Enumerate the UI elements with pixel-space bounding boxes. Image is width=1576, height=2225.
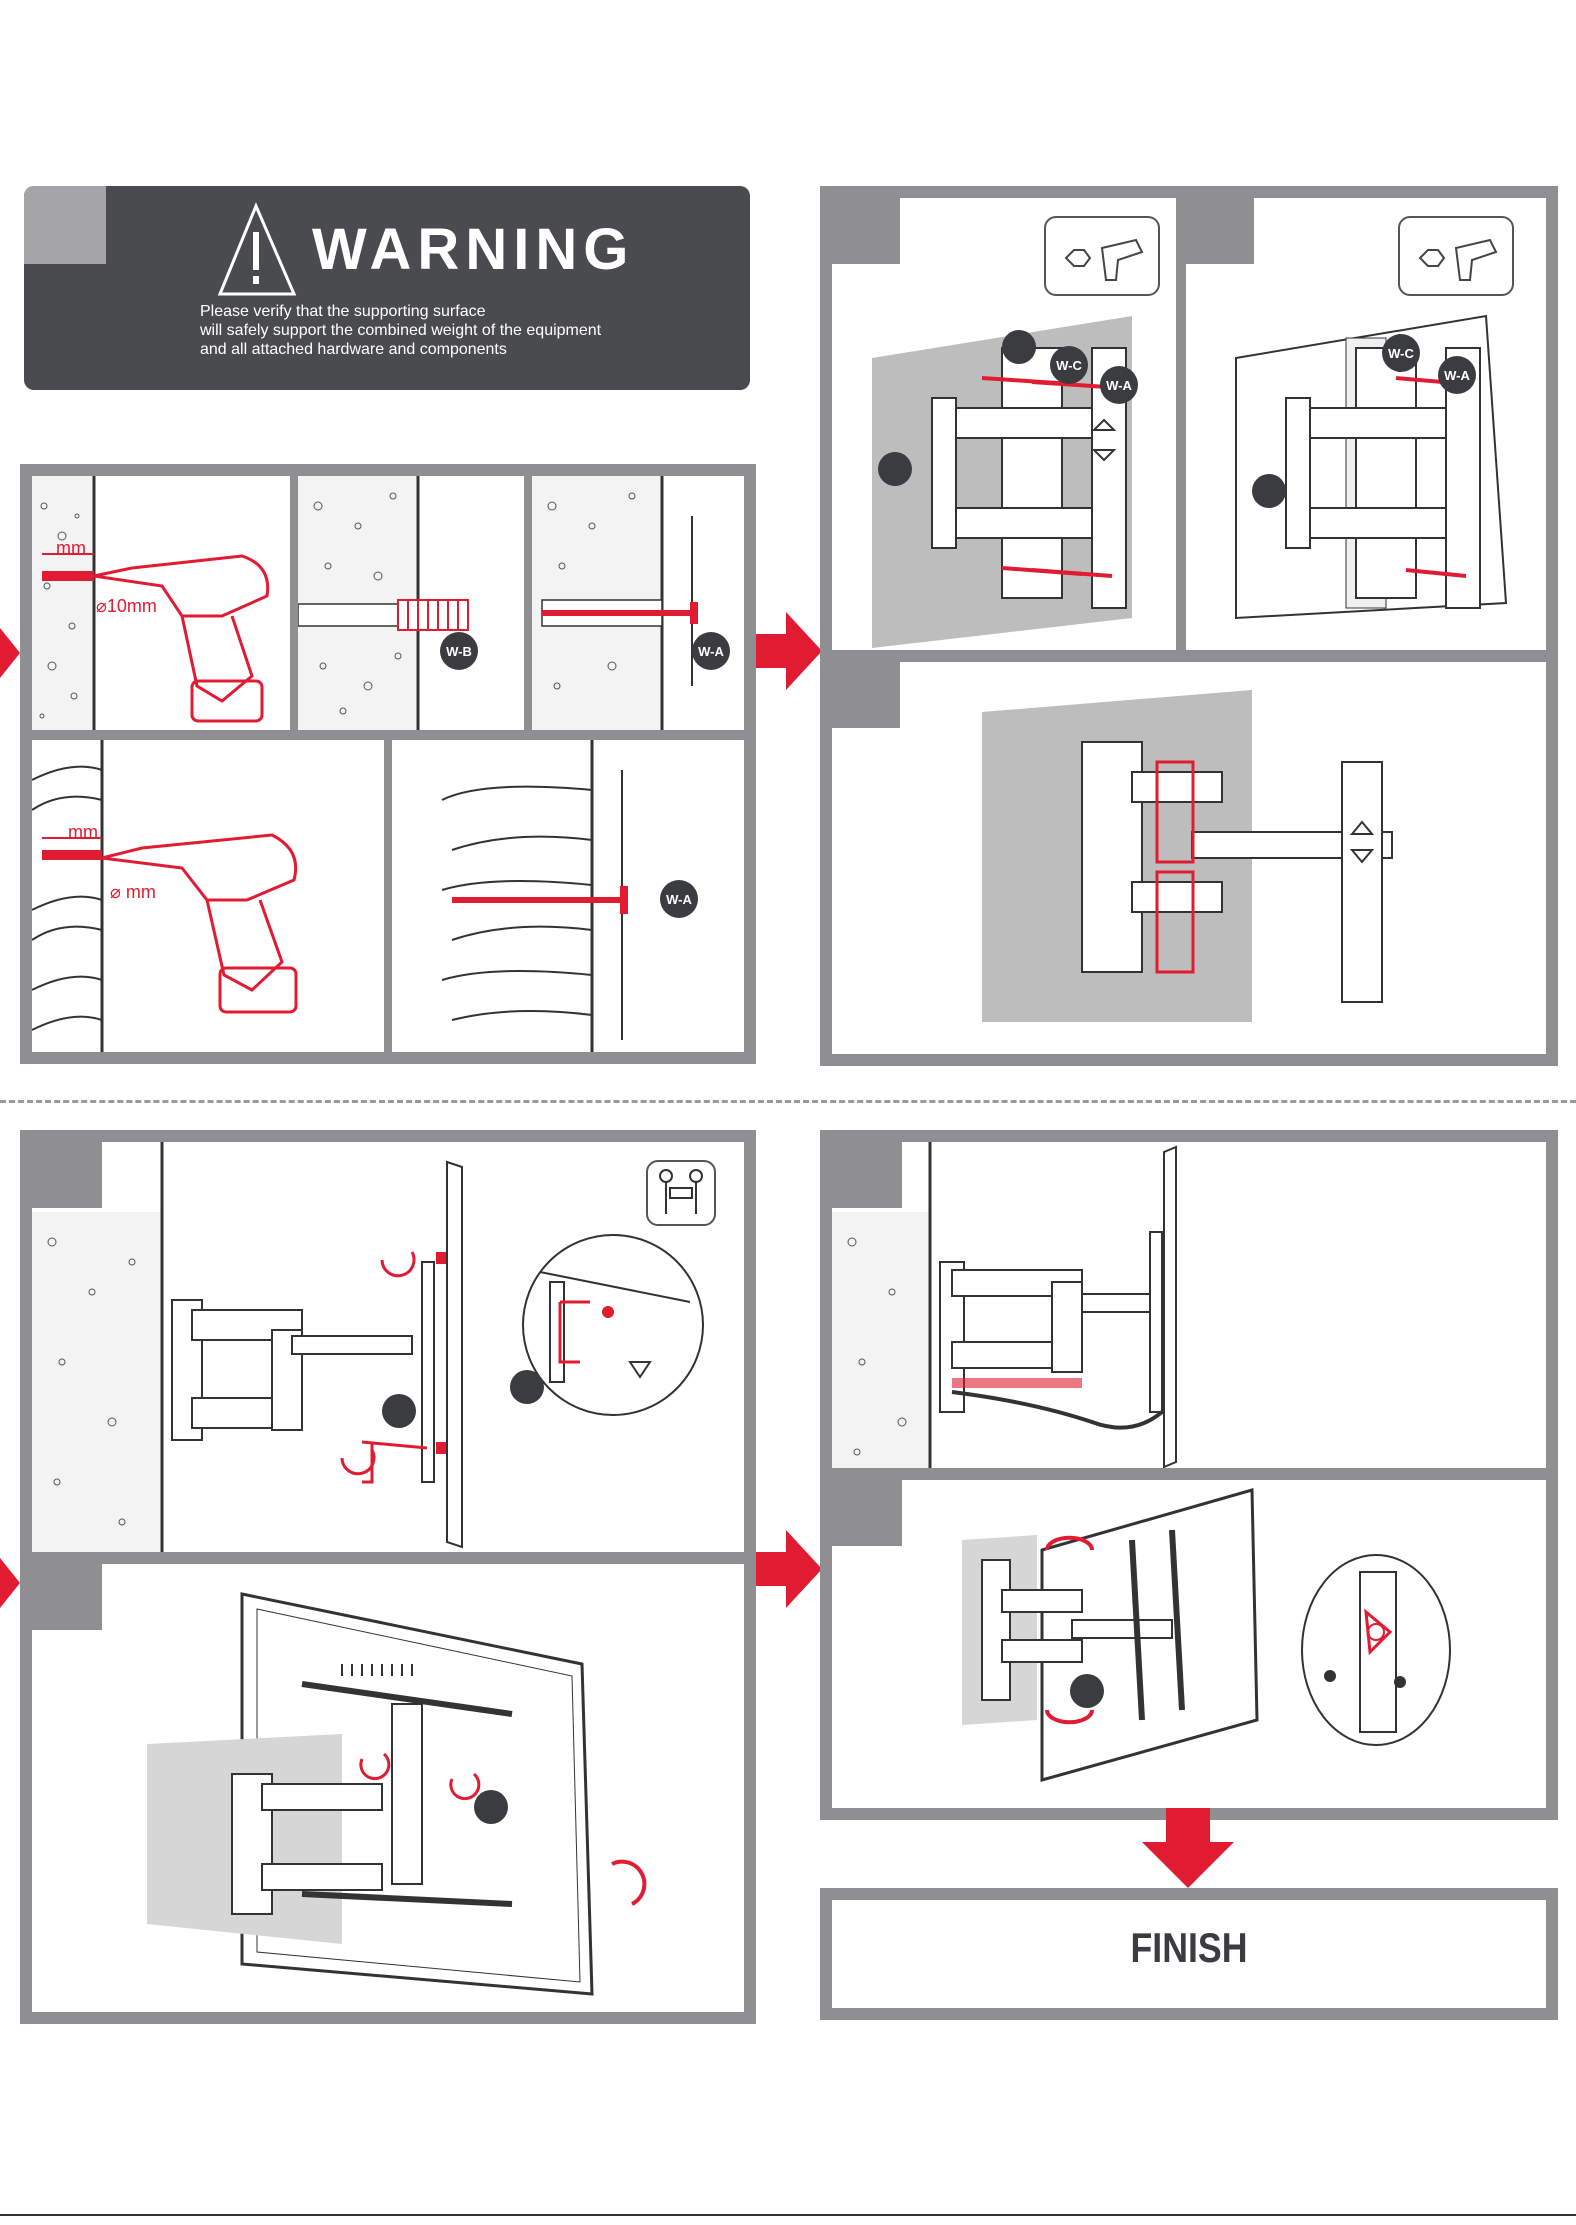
wall-plate-illustration — [832, 198, 1176, 650]
screw-illustration — [532, 476, 744, 730]
w-a-badge: W-A — [1100, 366, 1138, 404]
step-arrow-icon — [0, 628, 20, 678]
section-divider — [0, 1100, 1576, 1103]
finish-panel: FINISH — [832, 1900, 1546, 2008]
warning-title: WARNING — [312, 216, 634, 283]
arm-rotation-illustration — [832, 662, 1546, 1054]
w-a-badge: W-A — [660, 880, 698, 918]
cable-management-illustration — [832, 1142, 1546, 1468]
drill-diameter-label: ⌀10mm — [96, 596, 157, 617]
warning-box: WARNING Please verify that the supportin… — [24, 186, 750, 390]
tv-hook-panel — [32, 1142, 744, 1552]
step-arrow-icon — [756, 1530, 822, 1608]
wood-drill-depth-label: mm — [68, 822, 98, 843]
step-arrow-icon — [0, 1558, 20, 1608]
wood-drill-panel: mm ⌀ mm — [32, 740, 384, 1052]
wood-wall-plate-illustration — [1186, 198, 1546, 650]
step-arrow-icon — [1142, 1808, 1234, 1888]
wood-drill-diameter-label: ⌀ mm — [110, 882, 156, 903]
tv-secure-panel — [32, 1564, 744, 2012]
step-number-marker — [510, 1370, 544, 1404]
warning-line: Please verify that the supporting surfac… — [200, 302, 720, 321]
screw-plug-panel: W-A — [532, 476, 744, 730]
w-c-badge: W-C — [1382, 334, 1420, 372]
hook-detail-circle — [520, 1232, 706, 1418]
step-number-marker — [382, 1394, 416, 1428]
step-number-marker — [474, 1790, 508, 1824]
w-c-badge: W-C — [1050, 346, 1088, 384]
concrete-mount-panel: W-C W-A — [832, 198, 1176, 650]
arm-rotation-panel — [832, 662, 1546, 1054]
rotate-arrow-icon — [32, 1564, 744, 2012]
power-drill-icon — [32, 476, 290, 730]
cable-management-panel — [832, 1142, 1546, 1468]
finish-label: FINISH — [886, 1924, 1493, 1972]
warning-line: will safely support the combined weight … — [200, 321, 720, 340]
warning-line: and all attached hardware and components — [200, 340, 720, 359]
power-drill-icon — [32, 740, 384, 1052]
wall-plug-panel: W-B — [298, 476, 524, 730]
concrete-drill-panel: mm ⌀10mm — [32, 476, 290, 730]
step-number-marker — [878, 452, 912, 486]
w-a-badge: W-A — [692, 632, 730, 670]
step-number-marker — [1252, 474, 1286, 508]
tilt-adjust-panel — [832, 1480, 1546, 1808]
w-a-badge: W-A — [1438, 356, 1476, 394]
tilt-detail-circle — [1300, 1552, 1452, 1748]
w-b-badge: W-B — [440, 632, 478, 670]
step-arrow-icon — [756, 612, 822, 690]
two-person-lift-icon — [646, 1160, 716, 1226]
drill-depth-label: mm — [56, 538, 86, 559]
warning-text: Please verify that the supporting surfac… — [200, 302, 720, 359]
step-number-marker — [1002, 330, 1036, 364]
step-number-marker — [1070, 1674, 1104, 1708]
wood-screw-panel: W-A — [392, 740, 744, 1052]
wall-plug-illustration — [298, 476, 524, 730]
footer-divider — [0, 2214, 1576, 2216]
wood-mount-panel: W-C W-A — [1186, 198, 1546, 650]
